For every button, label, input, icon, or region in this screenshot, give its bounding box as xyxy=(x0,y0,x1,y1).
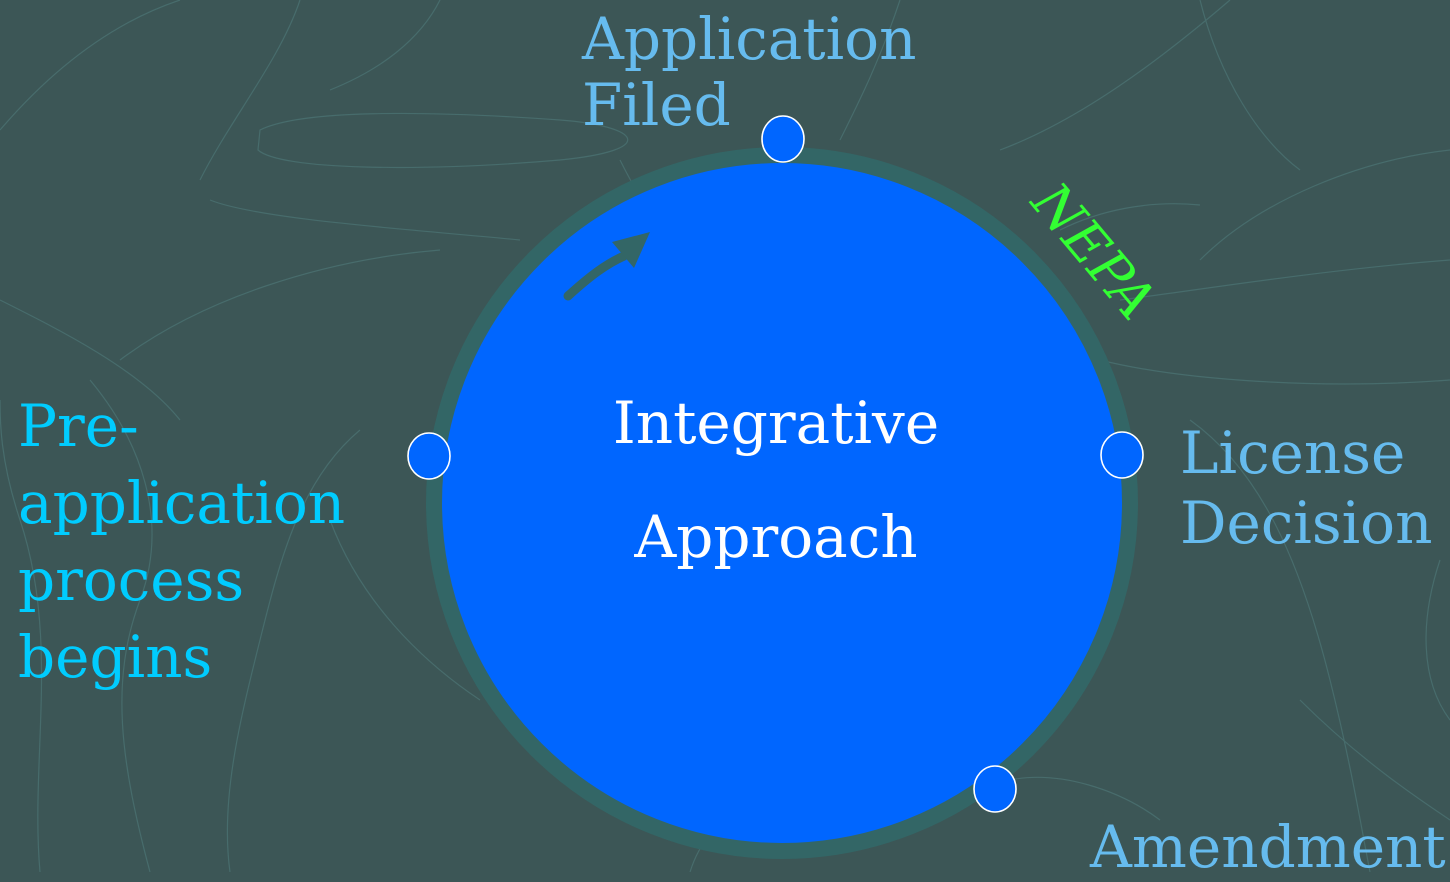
license-decision-node xyxy=(1100,431,1144,479)
cycle-direction-arrowhead xyxy=(612,232,650,268)
application-filed-label-line: Application xyxy=(582,5,917,73)
center-label-line: Approach xyxy=(634,503,918,571)
amendment-node xyxy=(973,765,1017,813)
pre-application-label: Pre- application process begins xyxy=(18,388,345,696)
application-filed-label: Application Filed xyxy=(582,6,916,138)
pre-application-label-line: begins xyxy=(18,623,213,691)
pre-application-node xyxy=(407,432,451,480)
license-decision-label-line: License xyxy=(1180,419,1406,487)
amendment-label-line: Amendment xyxy=(1090,813,1446,881)
cycle-direction-arrow xyxy=(563,251,629,301)
license-decision-label: License Decision xyxy=(1180,418,1432,558)
pre-application-label-line: process xyxy=(18,546,245,614)
application-filed-node xyxy=(761,115,805,163)
amendment-label: Amendment xyxy=(1090,812,1446,882)
center-label: Integrative Approach xyxy=(576,366,976,594)
license-decision-label-line: Decision xyxy=(1180,489,1433,557)
pre-application-label-line: Pre- xyxy=(18,392,139,460)
pre-application-label-line: application xyxy=(18,469,346,537)
application-filed-label-line: Filed xyxy=(582,71,731,139)
center-label-line: Integrative xyxy=(612,389,940,457)
